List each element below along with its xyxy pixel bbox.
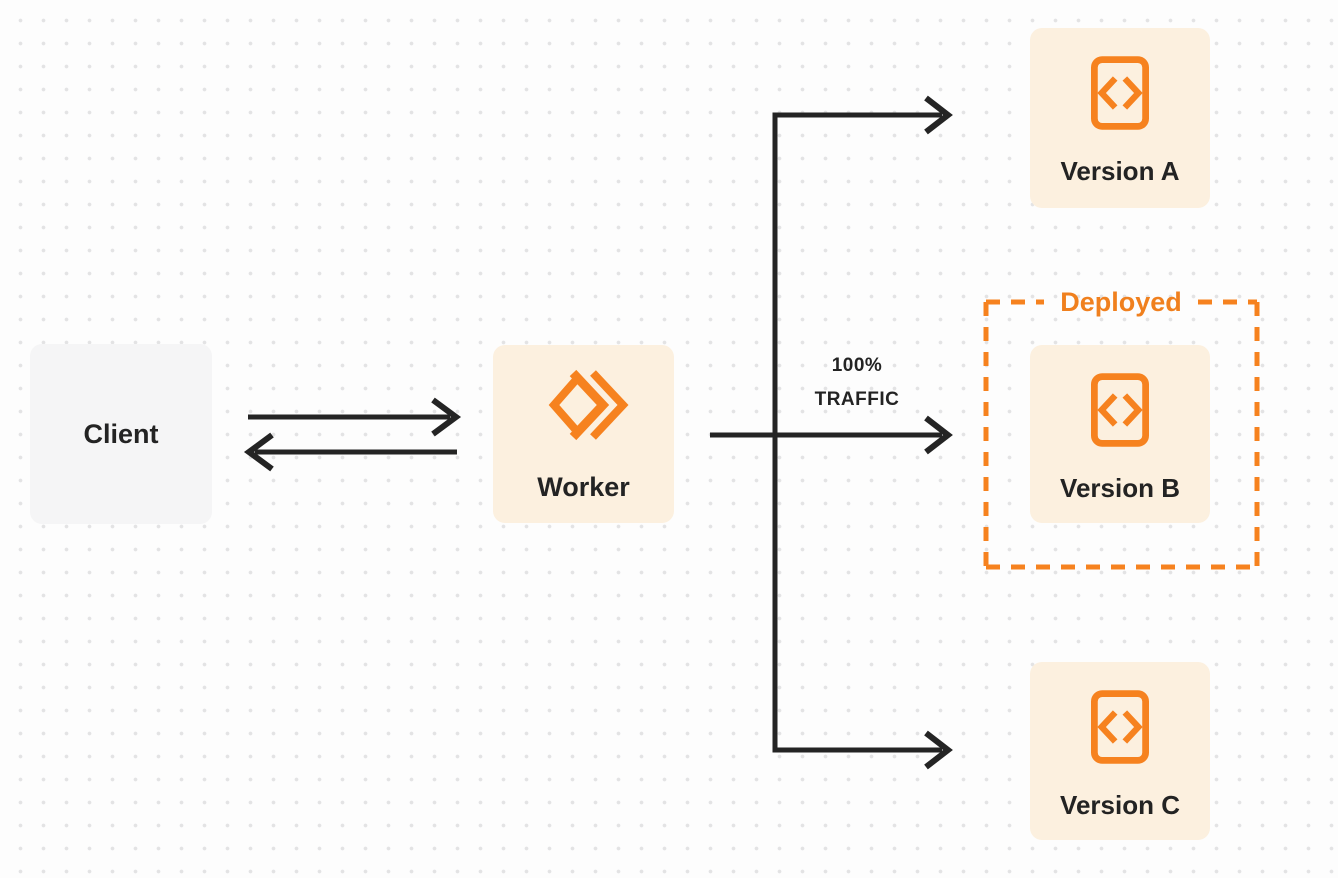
client-to-worker-arrow — [248, 397, 462, 437]
worker-to-client-arrow — [243, 432, 457, 472]
code-file-icon — [1091, 373, 1149, 447]
version-b-node: Version B — [1030, 345, 1210, 523]
version-c-node: Version C — [1030, 662, 1210, 840]
traffic-label: 100% TRAFFIC — [787, 349, 927, 417]
worker-label: Worker — [537, 472, 630, 502]
code-file-icon — [1091, 56, 1149, 130]
traffic-percent: 100% — [831, 355, 883, 376]
workers-logo-icon — [548, 369, 628, 441]
version-c-label: Version C — [1060, 790, 1180, 820]
version-a-label: Version A — [1060, 156, 1180, 186]
version-a-node: Version A — [1030, 28, 1210, 208]
code-file-icon — [1091, 690, 1149, 764]
version-b-label: Version B — [1060, 473, 1180, 503]
deployed-label: Deployed — [1060, 287, 1182, 317]
worker-node: Worker — [493, 345, 674, 523]
client-label: Client — [83, 418, 159, 449]
worker-to-versions-trunk — [710, 95, 953, 770]
client-node: Client — [30, 344, 212, 524]
traffic-word: TRAFFIC — [814, 389, 900, 410]
